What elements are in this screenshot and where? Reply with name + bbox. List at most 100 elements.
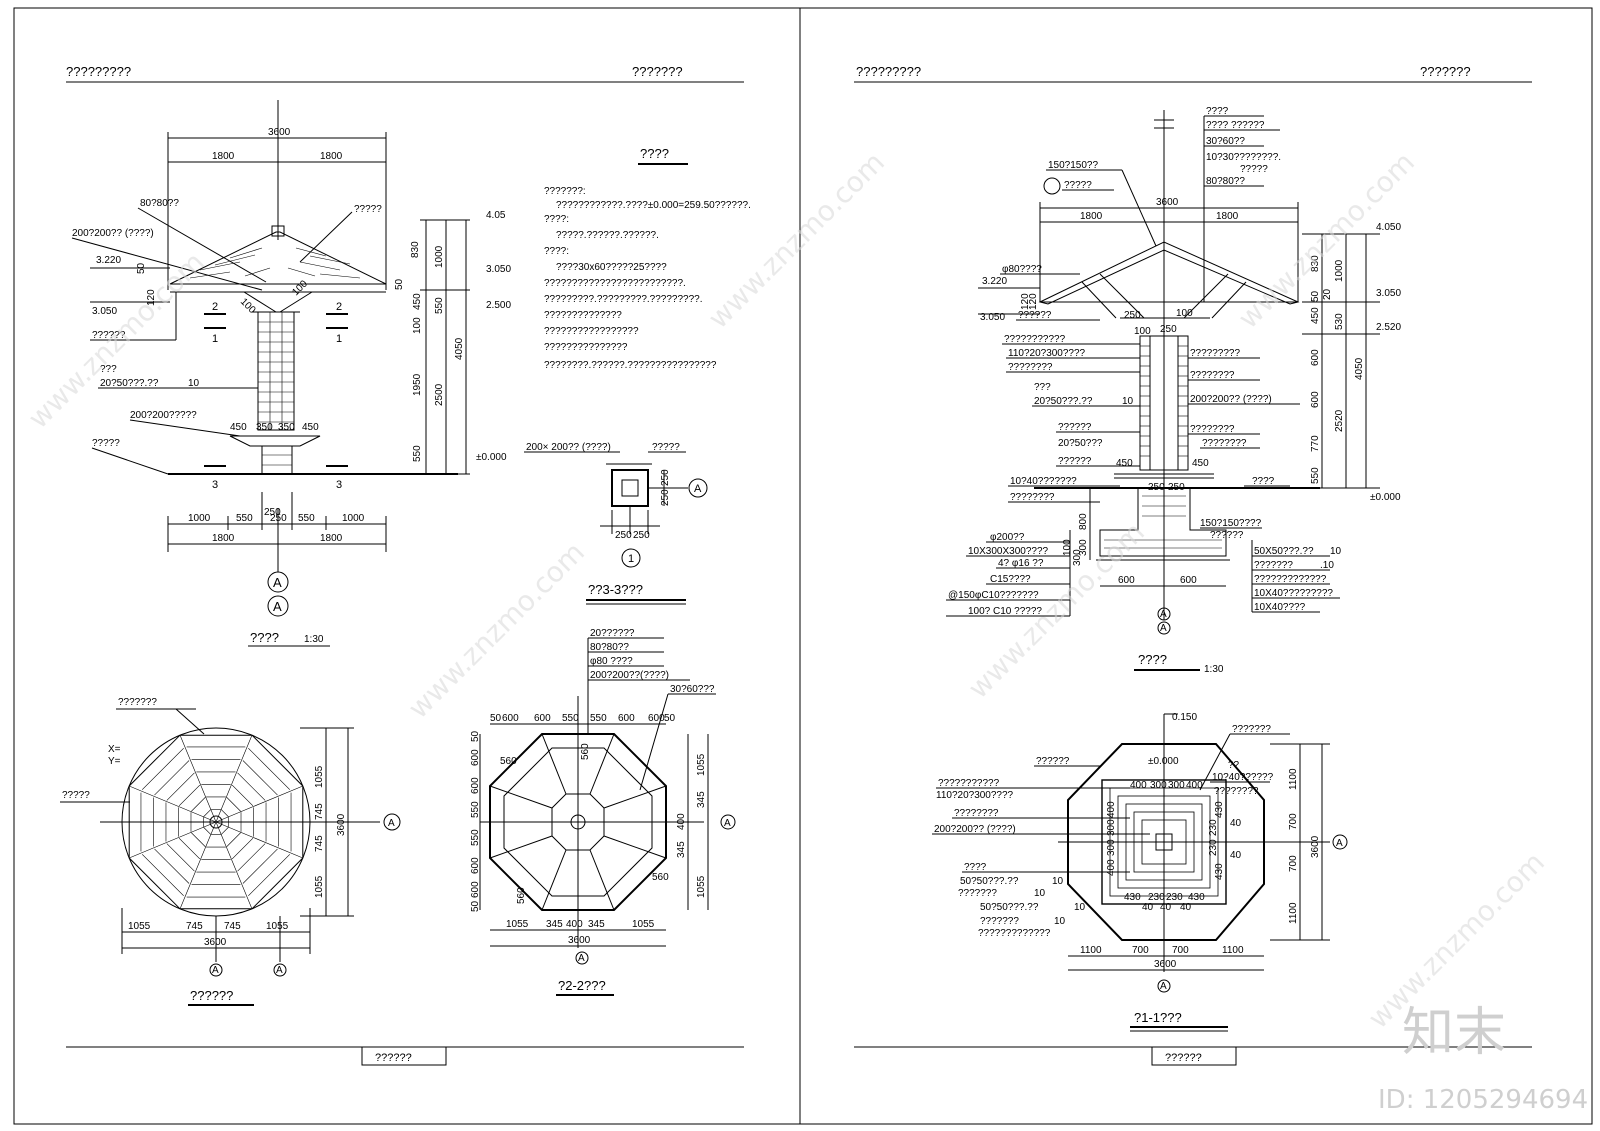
- re-cl-8: ???: [1034, 382, 1051, 393]
- s11-cl-11: 50?50???.??: [980, 902, 1039, 913]
- roof-tile-line: [242, 760, 278, 796]
- left-elevation: 3600 1800 1800: [71, 100, 511, 647]
- re-fr-8: 10X40?????????: [1254, 588, 1333, 599]
- re-cr-2: ????????: [1190, 370, 1235, 381]
- wm-id-label: ID: 1205294694: [1378, 1085, 1588, 1115]
- s11-rdim-2: 700: [1288, 813, 1299, 830]
- s11-ibdim-4: 430: [1188, 892, 1205, 903]
- roof-tile-line: [237, 843, 266, 872]
- re-cl-4: ??????: [1018, 310, 1052, 321]
- re-fl-6: 100? C10 ?????: [968, 606, 1042, 617]
- re-fr-4: 10: [1330, 546, 1342, 557]
- re-rdim-11: 770: [1310, 435, 1321, 452]
- s22-ldim-2: 600: [470, 749, 481, 766]
- le-rdim-1950: 1950: [412, 373, 423, 396]
- re-rdim-8: 600: [1310, 391, 1321, 408]
- rp-label-top: ?????: [62, 790, 90, 801]
- s11-elev-mid: ±0.000: [1148, 756, 1179, 767]
- s22-callout-2: 80?80??: [590, 642, 629, 653]
- re-cl-11: ??????: [1058, 422, 1092, 433]
- re-elev-top: 4.050: [1376, 222, 1401, 233]
- s11-cr-2: ??: [1228, 760, 1240, 771]
- notes-block: ???? ???????: ????????????.????±0.000=25…: [544, 146, 751, 371]
- s11-axis-bottom: A: [1160, 981, 1167, 992]
- re-fr-6: .10: [1320, 560, 1334, 571]
- re-fl-3: 4? φ16 ??: [998, 558, 1044, 569]
- rp-axis-right: A: [388, 818, 395, 829]
- s11-bdim-3: 700: [1172, 945, 1189, 956]
- roof-ridge-line: [215, 735, 253, 823]
- re-cl-10: 10: [1122, 396, 1134, 407]
- le-axis-a2: A: [273, 599, 282, 614]
- d33-title: ??3-3???: [588, 582, 643, 597]
- s11-cl-12: 10: [1074, 902, 1086, 913]
- re-fr-9: 10X40????: [1254, 602, 1306, 613]
- le-sec-1a: 1: [212, 333, 218, 345]
- s22-bdim-4: 345: [588, 919, 605, 930]
- s11-cr-1: ???????: [1232, 724, 1271, 735]
- sheet-left-header-left: ?????????: [66, 64, 131, 79]
- le-rdim-100: 100: [412, 317, 423, 334]
- re-cl-3: φ80????: [1002, 264, 1042, 275]
- s22-rdim-4: 345: [676, 841, 687, 858]
- re-pdim-1: 250: [1124, 310, 1141, 321]
- s11-title: ?1-1???: [1134, 1010, 1182, 1025]
- s11-ibdim-7: 40: [1180, 902, 1192, 913]
- wm-site-2: www.znzmo.com: [402, 536, 591, 725]
- s11-ibdim-6: 40: [1160, 902, 1172, 913]
- le-dim-half-right: 1800: [320, 151, 343, 162]
- sheet-left-header-right: ???????: [632, 64, 683, 79]
- s22-bdim-total: 3600: [568, 935, 591, 946]
- roof-tile-line: [221, 827, 229, 835]
- rp-rdim-2: 745: [314, 803, 325, 820]
- s11-axis-right: A: [1336, 838, 1343, 849]
- re-fr-2: ??????: [1210, 530, 1244, 541]
- re-ct-1: ????: [1206, 106, 1229, 117]
- s22-rdim-5: 1055: [696, 875, 707, 898]
- re-scale: 1:30: [1204, 664, 1224, 675]
- re-bdim-2: 450: [1192, 458, 1209, 469]
- sheet-right-header-right: ???????: [1420, 64, 1471, 79]
- right-elevation: ???? ???? ?????? 30?60?? 10?30????????. …: [946, 106, 1401, 675]
- roof-tile-line: [226, 832, 241, 847]
- s22-ldim-7: 600: [470, 881, 481, 898]
- s11-tdim-3: 300: [1168, 780, 1185, 791]
- s11-irdim-5: 40: [1230, 818, 1242, 829]
- re-fdim-5: 600: [1118, 575, 1135, 586]
- notes-line-10: ?????????????????: [544, 326, 639, 337]
- s11-cl-4: ????????: [954, 808, 999, 819]
- detail-section-33: 200× 200?? (????) ????? 250 250 250 250 …: [524, 442, 708, 605]
- re-ct-5: ?????: [1240, 164, 1268, 175]
- re-cl-7: ????????: [1008, 362, 1053, 373]
- roof-plan: ??????? X= Y= ????? A 1055 745 745 1055 …: [60, 697, 401, 1006]
- le-callout-eave: ??????: [92, 330, 126, 341]
- le-elev-top: 4.05: [486, 210, 506, 221]
- roof-tile-line: [178, 784, 201, 807]
- re-fr-1: 150?150????: [1200, 518, 1262, 529]
- re-title: ????: [1138, 652, 1167, 667]
- s22-tdim-8: 50: [664, 713, 676, 724]
- s11-ibdim-1: 430: [1124, 892, 1141, 903]
- rp-rdim-3: 745: [314, 835, 325, 852]
- re-pdim-4: 250: [1160, 324, 1177, 335]
- roof-tile-line: [231, 784, 254, 807]
- le-elev-3220: 3.220: [96, 255, 121, 266]
- re-cr-6: ????: [1252, 476, 1275, 487]
- sheet-left-footer: ??????: [375, 1052, 412, 1064]
- s22-inner-3: 560: [652, 872, 669, 883]
- rp-title: ??????: [190, 988, 233, 1003]
- s22-bdim-5: 1055: [632, 919, 655, 930]
- re-fdim-2: 300: [1078, 539, 1089, 556]
- roof-ridge-line: [179, 735, 217, 823]
- re-cr-1: ?????????: [1190, 348, 1240, 359]
- rp-label-y: Y=: [108, 756, 121, 767]
- le-rdim-50: 50: [394, 278, 405, 290]
- le-scale: 1:30: [304, 634, 324, 645]
- s22-ldim-5: 550: [470, 829, 481, 846]
- le-ldim-120: 120: [146, 289, 157, 306]
- le-rdim-1000: 1000: [434, 245, 445, 268]
- s22-ldim-8: 50: [470, 900, 481, 912]
- s22-inner-2: 560: [580, 743, 591, 760]
- s11-irdim-3: 230: [1208, 839, 1219, 856]
